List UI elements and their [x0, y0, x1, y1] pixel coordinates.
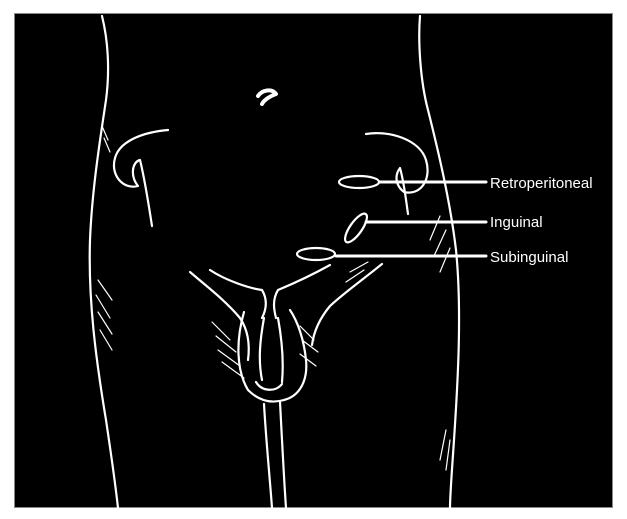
left-inner-thigh	[264, 404, 272, 508]
pubic-region-right	[274, 265, 330, 318]
subinguinal-label: Subinguinal	[490, 249, 568, 266]
retroperitoneal-label: Retroperitoneal	[490, 175, 593, 192]
torso-right-outline	[419, 16, 459, 508]
inguinal-incision-marker	[341, 211, 370, 246]
subinguinal-incision-marker	[297, 248, 335, 260]
genital-lower	[256, 382, 282, 390]
pubic-region	[210, 270, 266, 318]
right-iliac-crest	[366, 133, 428, 214]
retroperitoneal-incision-marker	[339, 176, 379, 188]
right-inner-thigh	[280, 402, 286, 508]
genital-center-line	[260, 318, 283, 382]
left-iliac-crest	[114, 130, 168, 226]
torso-left-outline	[90, 16, 118, 508]
right-groin-crease	[312, 264, 382, 345]
navel	[258, 90, 276, 104]
inguinal-label: Inguinal	[490, 214, 543, 231]
